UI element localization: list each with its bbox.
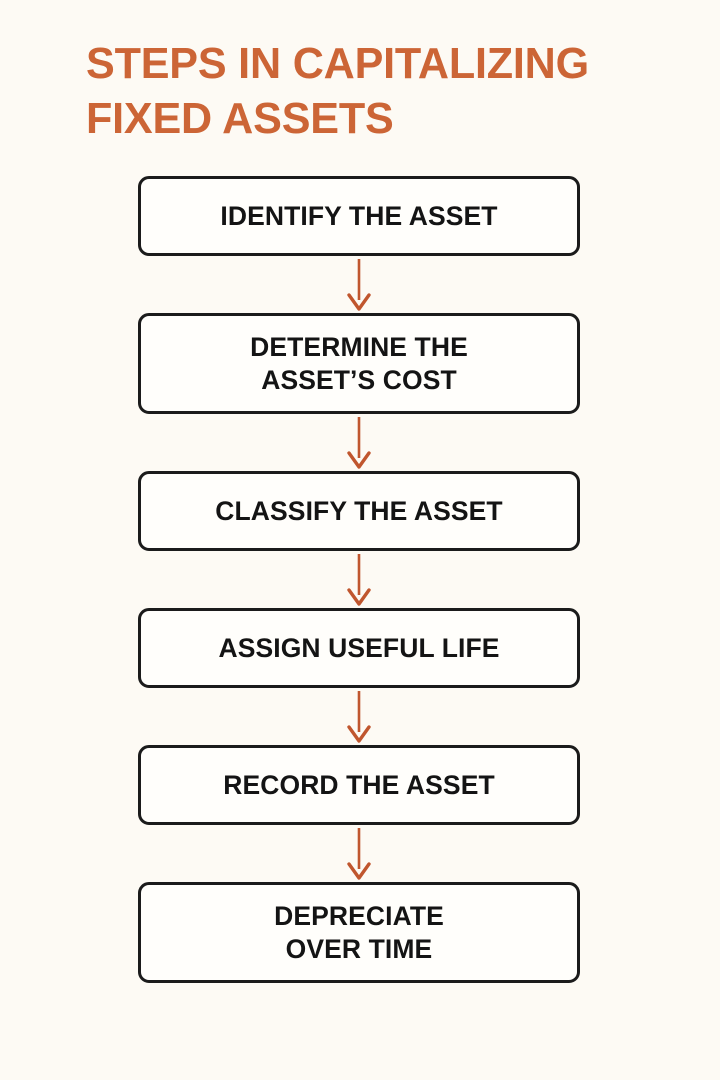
flow-node-6[interactable]: DEPRECIATE OVER TIME bbox=[138, 882, 580, 983]
down-arrow-icon bbox=[347, 258, 371, 311]
flow-connector-2 bbox=[138, 414, 580, 471]
flow-node-3-label: CLASSIFY THE ASSET bbox=[215, 495, 503, 526]
flow-node-4[interactable]: ASSIGN USEFUL LIFE bbox=[138, 608, 580, 688]
flow-node-2-label: DETERMINE THE ASSET’S COST bbox=[250, 332, 468, 395]
page-title-line-2: FIXED ASSETS bbox=[86, 94, 394, 144]
down-arrow-icon bbox=[347, 553, 371, 606]
flowchart: IDENTIFY THE ASSET DETERMINE THE ASSET’S… bbox=[138, 176, 580, 983]
flow-node-3[interactable]: CLASSIFY THE ASSET bbox=[138, 471, 580, 551]
flow-connector-5 bbox=[138, 825, 580, 882]
flow-node-4-label: ASSIGN USEFUL LIFE bbox=[218, 632, 500, 663]
flow-node-2[interactable]: DETERMINE THE ASSET’S COST bbox=[138, 313, 580, 414]
flow-node-5-label: RECORD THE ASSET bbox=[223, 769, 495, 800]
flow-node-1-label: IDENTIFY THE ASSET bbox=[220, 200, 498, 231]
flow-connector-4 bbox=[138, 688, 580, 745]
flow-node-6-label: DEPRECIATE OVER TIME bbox=[274, 901, 444, 964]
flow-connector-3 bbox=[138, 551, 580, 608]
down-arrow-icon bbox=[347, 827, 371, 880]
flow-node-1[interactable]: IDENTIFY THE ASSET bbox=[138, 176, 580, 256]
flow-connector-1 bbox=[138, 256, 580, 313]
page-title: STEPS IN CAPITALIZING FIXED ASSETS bbox=[86, 36, 646, 147]
flow-node-5[interactable]: RECORD THE ASSET bbox=[138, 745, 580, 825]
page-title-line-1: STEPS IN CAPITALIZING bbox=[86, 39, 589, 88]
down-arrow-icon bbox=[347, 690, 371, 743]
down-arrow-icon bbox=[347, 416, 371, 469]
